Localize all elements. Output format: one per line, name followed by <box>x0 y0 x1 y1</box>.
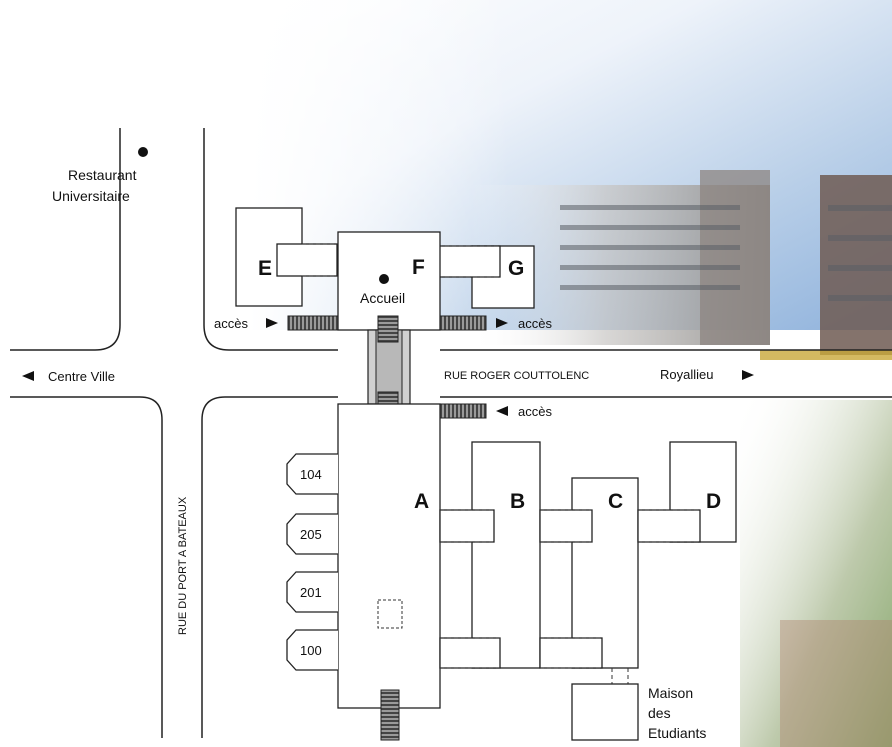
access-right-label: accès <box>518 316 552 331</box>
street-royallieu: Royallieu <box>660 367 713 382</box>
restaurant-marker <box>138 147 148 157</box>
arrow-right-icon <box>266 318 278 328</box>
restaurant-label-line2: Universitaire <box>52 188 130 204</box>
restaurant-universitaire: Restaurant Universitaire <box>52 147 148 204</box>
building-d: D <box>637 441 737 543</box>
lower-passage <box>439 637 629 684</box>
street-labels: Centre Ville RUE ROGER COUTTOLENC Royall… <box>22 367 754 635</box>
building-g-label: G <box>508 257 524 280</box>
access-left-label: accès <box>214 316 248 331</box>
room-201: 201 <box>300 585 322 600</box>
building-e: E <box>235 207 340 307</box>
room-104: 104 <box>300 467 322 482</box>
rooms: 104 205 201 100 <box>286 453 338 671</box>
roads <box>10 128 892 738</box>
room-205: 205 <box>300 527 322 542</box>
building-f-label: F <box>412 256 425 279</box>
building-f: F Accueil <box>337 231 441 331</box>
building-c: C <box>539 477 639 669</box>
street-roger-couttolenc: RUE ROGER COUTTOLENC <box>444 370 589 382</box>
accueil-marker <box>379 274 389 284</box>
footbridge <box>367 315 411 419</box>
access-stairs <box>287 315 487 419</box>
arrow-left-icon <box>22 371 34 381</box>
building-g: G <box>437 245 535 309</box>
restaurant-label-line1: Restaurant <box>68 167 137 183</box>
access-labels: accès accès accès <box>214 316 552 419</box>
maison-label-line1: Maison <box>648 685 693 701</box>
maison-des-etudiants: Maison des Etudiants <box>571 683 706 741</box>
building-e-label: E <box>258 257 272 280</box>
room-100: 100 <box>300 643 322 658</box>
building-a: A <box>337 403 441 741</box>
access-lower-label: accès <box>518 404 552 419</box>
building-b-label: B <box>510 490 525 513</box>
building-a-label: A <box>414 490 429 513</box>
building-c-label: C <box>608 490 623 513</box>
maison-label-line3: Etudiants <box>648 725 706 741</box>
building-d-label: D <box>706 490 721 513</box>
arrow-left-icon <box>496 318 508 328</box>
street-centre-ville: Centre Ville <box>48 369 115 384</box>
maison-label-line2: des <box>648 705 671 721</box>
building-b: B <box>439 441 541 669</box>
arrow-right-icon <box>742 370 754 380</box>
arrow-left-icon <box>496 406 508 416</box>
street-port-a-bateaux: RUE DU PORT A BATEAUX <box>177 496 189 635</box>
accueil-label: Accueil <box>360 290 405 306</box>
